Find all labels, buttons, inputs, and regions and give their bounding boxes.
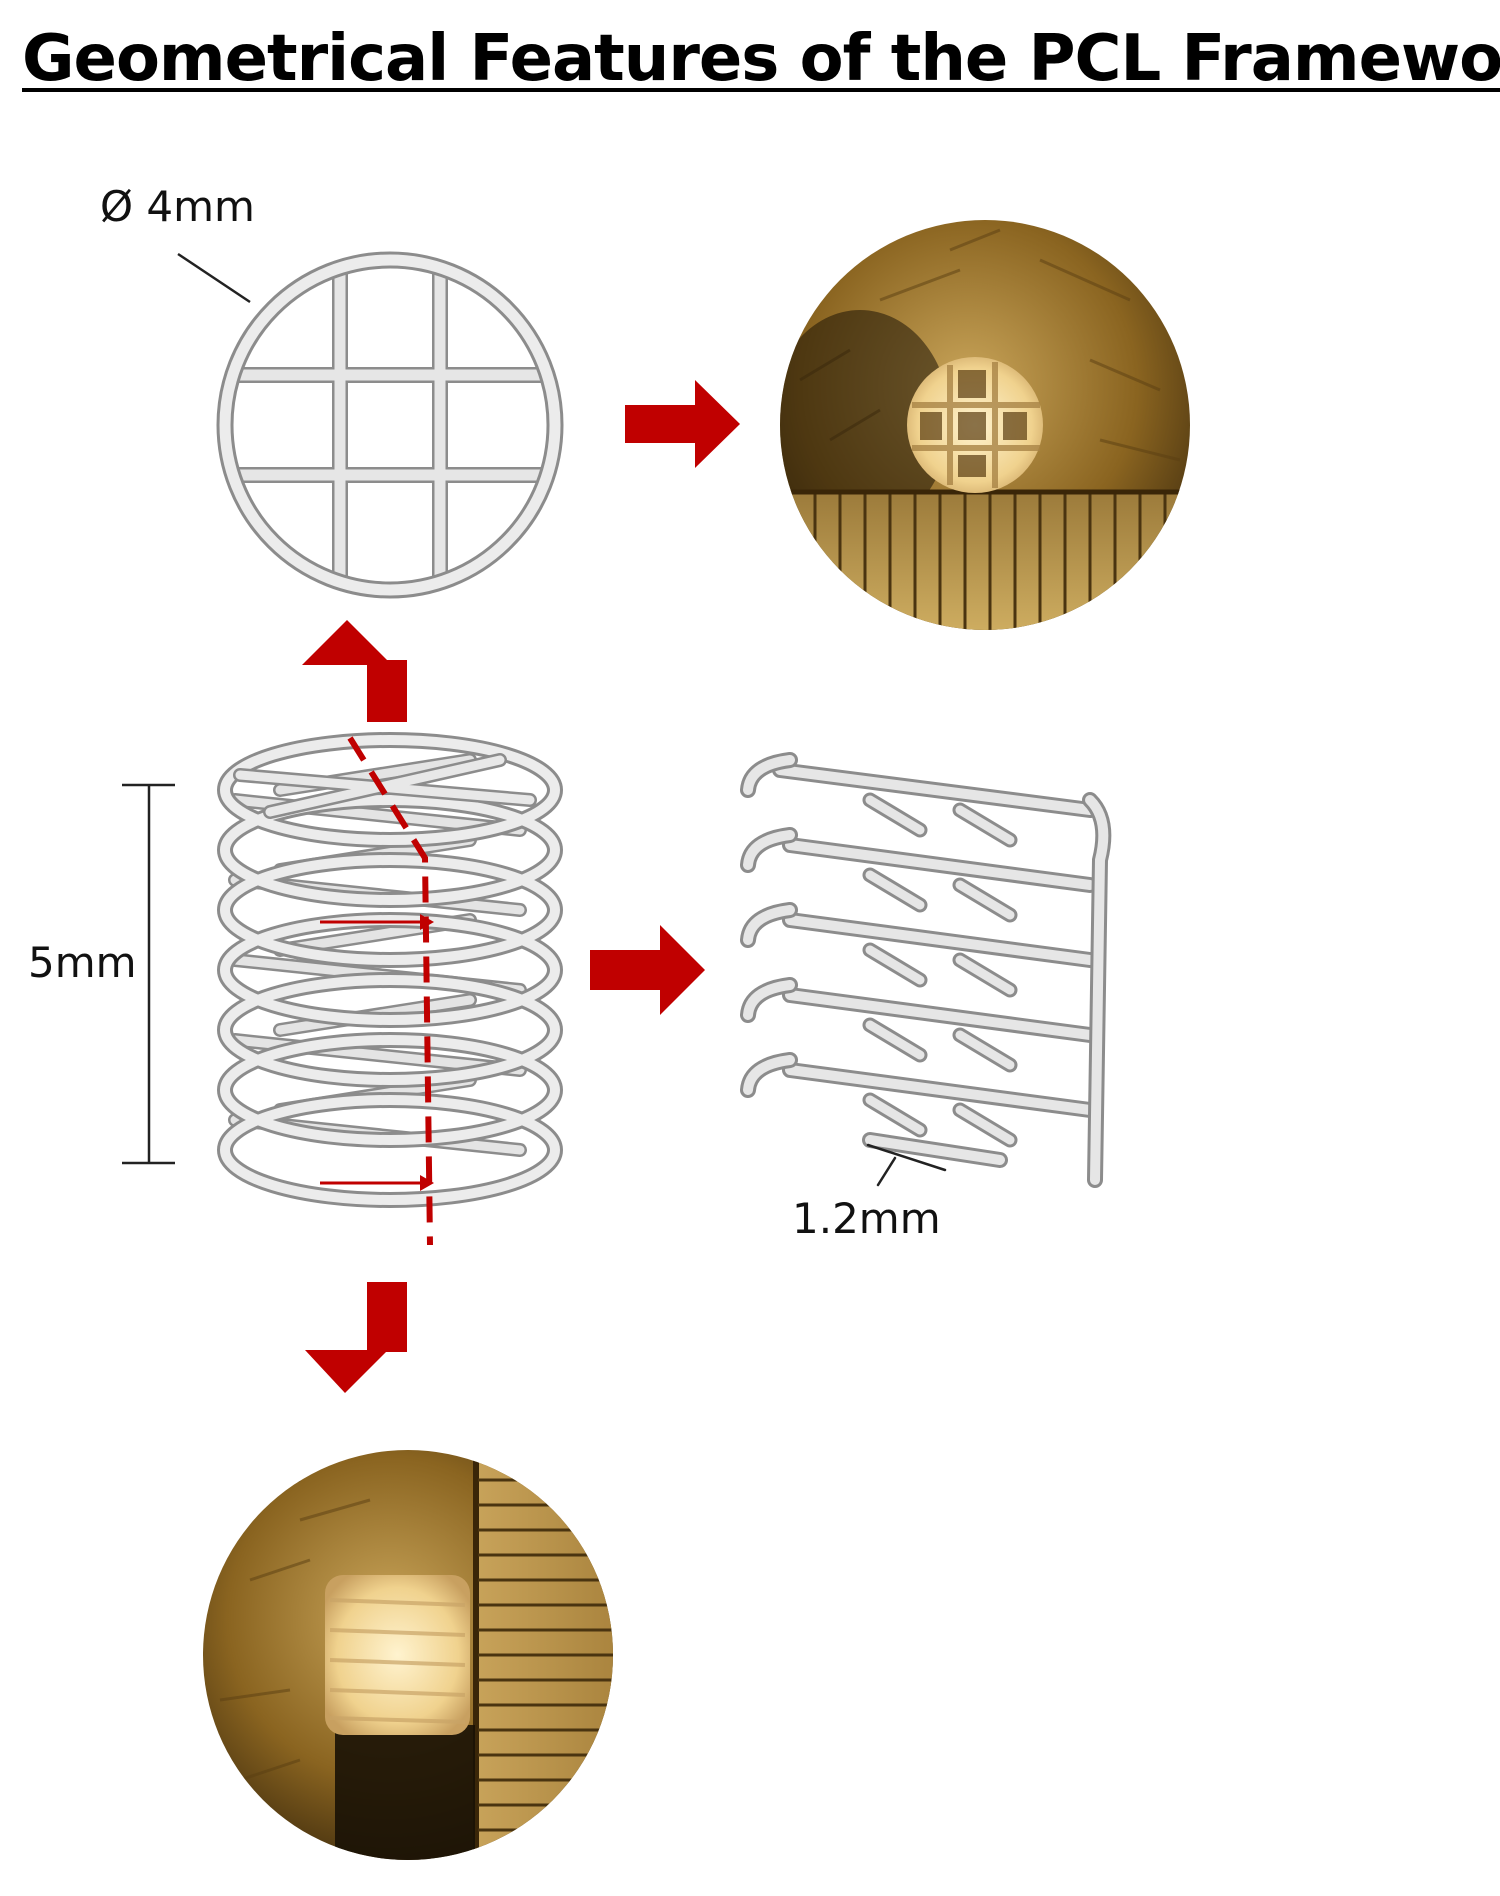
- figure-title: Geometrical Features of the PCL Framewor…: [22, 22, 1500, 96]
- strut-spacing-label: 1.2mm: [792, 1194, 941, 1243]
- framework-top-view: [177, 251, 564, 599]
- arrow-right-middle: [590, 925, 705, 1015]
- height-label: 5mm: [28, 938, 137, 987]
- framework-3d-model: [217, 732, 563, 1208]
- side-view-photo: [203, 1450, 613, 1860]
- arrow-down: [305, 1282, 407, 1393]
- height-dimension: [122, 783, 175, 1165]
- cut-line: [320, 736, 434, 1246]
- arrow-right-top: [625, 380, 740, 468]
- top-view-photo: [780, 220, 1190, 630]
- diameter-leader-line: [177, 252, 251, 304]
- arrow-up: [302, 620, 407, 722]
- diameter-label: Ø 4mm: [100, 182, 255, 231]
- framework-half-section: [740, 752, 1112, 1188]
